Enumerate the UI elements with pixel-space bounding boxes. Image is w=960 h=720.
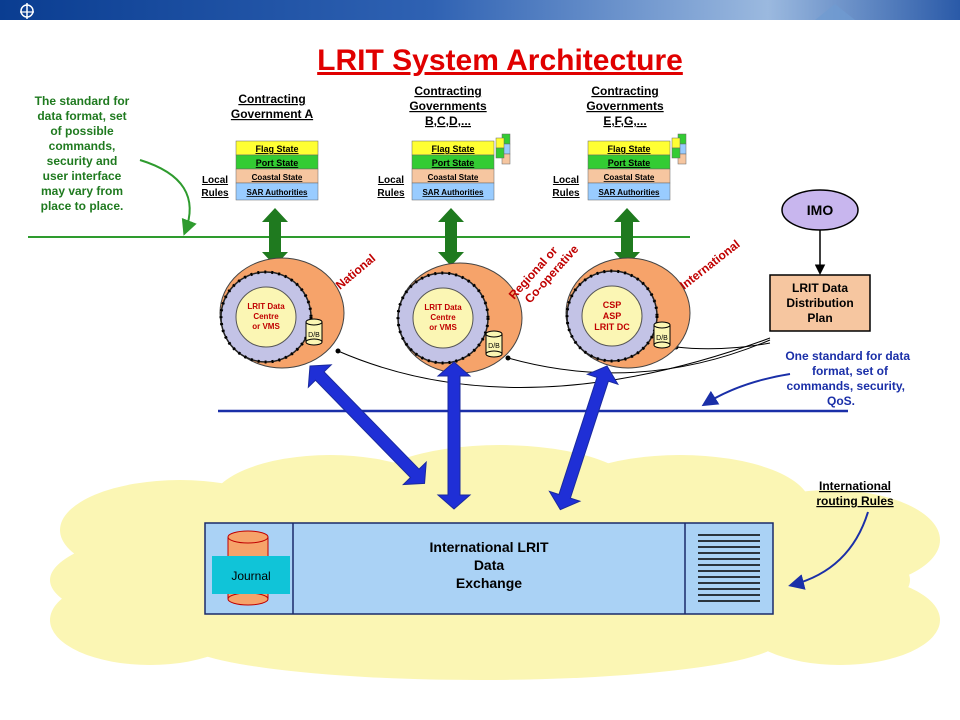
- svg-text:or VMS: or VMS: [252, 322, 280, 331]
- svg-text:International: International: [677, 237, 742, 292]
- database-icon: D/B: [485, 330, 503, 358]
- svg-text:D/B: D/B: [308, 332, 320, 339]
- page-title: LRIT System Architecture: [317, 44, 683, 77]
- svg-text:SAR Authorities: SAR Authorities: [422, 188, 484, 197]
- left-note: The standard for data format, set of pos…: [35, 94, 130, 213]
- header-banner: [0, 0, 960, 20]
- svg-text:routing Rules: routing Rules: [816, 494, 894, 508]
- svg-text:format, set of: format, set of: [812, 364, 889, 378]
- svg-text:Local: Local: [378, 175, 404, 186]
- svg-text:International: International: [819, 479, 891, 493]
- svg-text:of possible: of possible: [50, 124, 114, 138]
- svg-text:commands,: commands,: [49, 139, 116, 153]
- left-note-arrow: [139, 159, 197, 236]
- svg-text:data format, set: data format, set: [37, 109, 126, 123]
- svg-text:Port State: Port State: [432, 158, 475, 168]
- svg-text:commands, security,: commands, security,: [787, 379, 906, 393]
- logo-icon: [20, 3, 34, 19]
- svg-text:Local: Local: [202, 175, 228, 186]
- right-note: One standard for data format, set of com…: [785, 349, 910, 408]
- state-stack: Flag State Port State Coastal State SAR …: [411, 133, 511, 201]
- blue-link-arrows: [307, 361, 620, 511]
- svg-text:Journal: Journal: [231, 569, 270, 583]
- svg-text:LRIT DC: LRIT DC: [594, 322, 630, 332]
- state-stack: Flag State Port State Coastal State SAR …: [587, 133, 687, 201]
- routing-table-icon: [698, 534, 760, 602]
- routing-note-arrow: [788, 511, 869, 590]
- svg-text:Centre: Centre: [253, 312, 279, 321]
- distribution-links: [337, 337, 771, 388]
- svg-text:D/B: D/B: [488, 343, 500, 350]
- svg-text:Flag State: Flag State: [431, 144, 474, 154]
- state-stack: Flag State Port State Coastal State SAR …: [235, 140, 319, 201]
- group-government-a: Contracting Government A Flag State Port…: [201, 92, 319, 201]
- svg-text:Coastal State: Coastal State: [428, 173, 479, 182]
- svg-text:Governments: Governments: [586, 99, 664, 113]
- svg-text:security and: security and: [47, 154, 118, 168]
- svg-text:place to place.: place to place.: [41, 199, 124, 213]
- svg-text:Contracting: Contracting: [238, 92, 305, 106]
- svg-text:Government A: Government A: [231, 107, 314, 121]
- svg-text:Distribution: Distribution: [786, 296, 853, 310]
- svg-text:Rules: Rules: [377, 188, 405, 199]
- svg-text:ASP: ASP: [603, 311, 622, 321]
- svg-text:One standard for data: One standard for data: [785, 349, 910, 363]
- journal-icon: Journal: [212, 530, 290, 606]
- svg-text:Flag State: Flag State: [607, 144, 650, 154]
- data-centre-national: LRIT Data Centre or VMS D/B National: [219, 251, 378, 369]
- svg-text:Contracting: Contracting: [414, 84, 481, 98]
- green-link-arrows: [262, 208, 640, 266]
- data-centre-regional: LRIT Data Centre or VMS D/B Regional or …: [396, 242, 582, 374]
- svg-text:Local: Local: [553, 175, 579, 186]
- svg-text:International LRIT: International LRIT: [430, 539, 549, 555]
- svg-text:E,F,G,...: E,F,G,...: [603, 114, 646, 128]
- svg-text:B,C,D,...: B,C,D,...: [425, 114, 471, 128]
- svg-text:Data: Data: [474, 557, 505, 573]
- svg-text:may vary from: may vary from: [41, 184, 123, 198]
- svg-text:The standard for: The standard for: [35, 94, 130, 108]
- imo-label: IMO: [807, 202, 834, 218]
- distribution-plan-box: [769, 274, 871, 332]
- svg-text:Coastal State: Coastal State: [604, 173, 655, 182]
- svg-text:user interface: user interface: [43, 169, 122, 183]
- svg-text:SAR Authorities: SAR Authorities: [246, 188, 308, 197]
- svg-text:LRIT Data: LRIT Data: [424, 303, 462, 312]
- svg-text:LRIT Data: LRIT Data: [247, 302, 285, 311]
- group-governments-bcd: Contracting Governments B,C,D,... Flag S…: [377, 84, 511, 201]
- routing-note: International routing Rules: [816, 479, 894, 508]
- svg-text:SAR Authorities: SAR Authorities: [598, 188, 660, 197]
- svg-text:Coastal State: Coastal State: [252, 173, 303, 182]
- svg-text:Rules: Rules: [201, 188, 229, 199]
- svg-text:Rules: Rules: [552, 188, 580, 199]
- svg-text:Centre: Centre: [430, 313, 456, 322]
- svg-text:Plan: Plan: [807, 311, 832, 325]
- svg-text:Governments: Governments: [409, 99, 487, 113]
- svg-text:Contracting: Contracting: [591, 84, 658, 98]
- svg-text:Flag State: Flag State: [255, 144, 298, 154]
- database-icon: D/B: [305, 318, 323, 346]
- svg-text:CSP: CSP: [603, 300, 622, 310]
- svg-text:National: National: [333, 251, 378, 292]
- distribution-plan-label: LRIT Data Distribution Plan: [786, 281, 853, 325]
- database-icon: D/B: [653, 321, 671, 349]
- svg-text:or VMS: or VMS: [429, 323, 457, 332]
- svg-text:Port State: Port State: [256, 158, 299, 168]
- svg-text:D/B: D/B: [656, 335, 668, 342]
- svg-text:QoS.: QoS.: [827, 394, 855, 408]
- svg-text:Port State: Port State: [608, 158, 651, 168]
- right-note-arrow: [701, 373, 791, 407]
- international-data-exchange: International LRIT Data Exchange Journal: [204, 522, 774, 615]
- svg-text:Exchange: Exchange: [456, 575, 522, 591]
- svg-text:LRIT Data: LRIT Data: [792, 281, 848, 295]
- group-governments-efg: Contracting Governments E,F,G,... Flag S…: [552, 84, 687, 201]
